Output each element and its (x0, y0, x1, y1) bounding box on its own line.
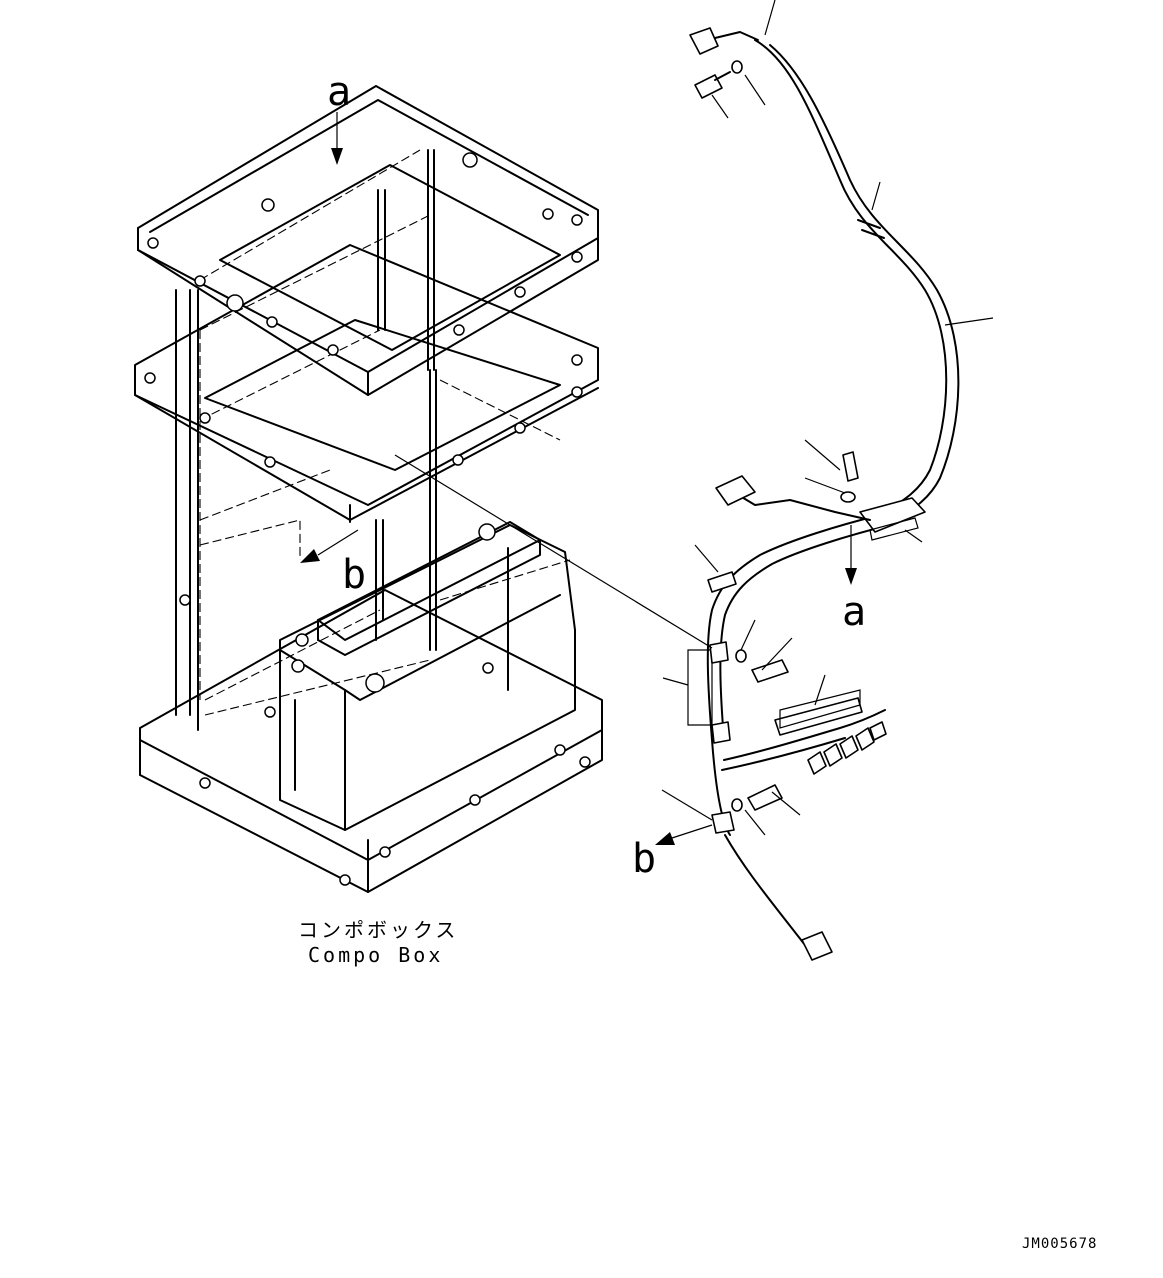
clamp-3 (711, 721, 731, 744)
leader-lines (394, 0, 994, 836)
connector-2 (823, 743, 843, 767)
bolt-lower-2 (747, 784, 783, 811)
washer-top (731, 60, 743, 74)
view-label-b-frame: b (342, 552, 366, 598)
clamp-junction (859, 497, 926, 533)
bolt-mid (842, 451, 859, 482)
component-label-en: Compo Box (308, 943, 443, 967)
view-label-b-harness: b (632, 836, 656, 882)
clamp-4 (711, 811, 735, 834)
drawing-code: JM005678 (1022, 1236, 1097, 1252)
view-arrows (300, 112, 857, 845)
washer-lower-2 (731, 798, 743, 812)
washer-lower-1 (735, 649, 747, 663)
clamp-2 (709, 641, 729, 664)
component-label-jp: コンポボックス (298, 918, 458, 942)
connector-4 (855, 727, 875, 751)
connector-3 (839, 735, 859, 759)
connector-1 (807, 751, 827, 775)
view-label-a-top: a (327, 69, 351, 115)
view-label-a-harness: a (842, 589, 866, 635)
connector-branch (715, 475, 756, 506)
connector-5 (869, 721, 887, 741)
bolt-lower-1 (751, 659, 789, 683)
clamp-1 (707, 571, 737, 593)
connector-top (689, 27, 719, 55)
connector-bottom (801, 931, 833, 961)
wiring-harness (687, 27, 960, 961)
washer-mid (840, 491, 856, 503)
compo-box-frame (134, 85, 603, 893)
